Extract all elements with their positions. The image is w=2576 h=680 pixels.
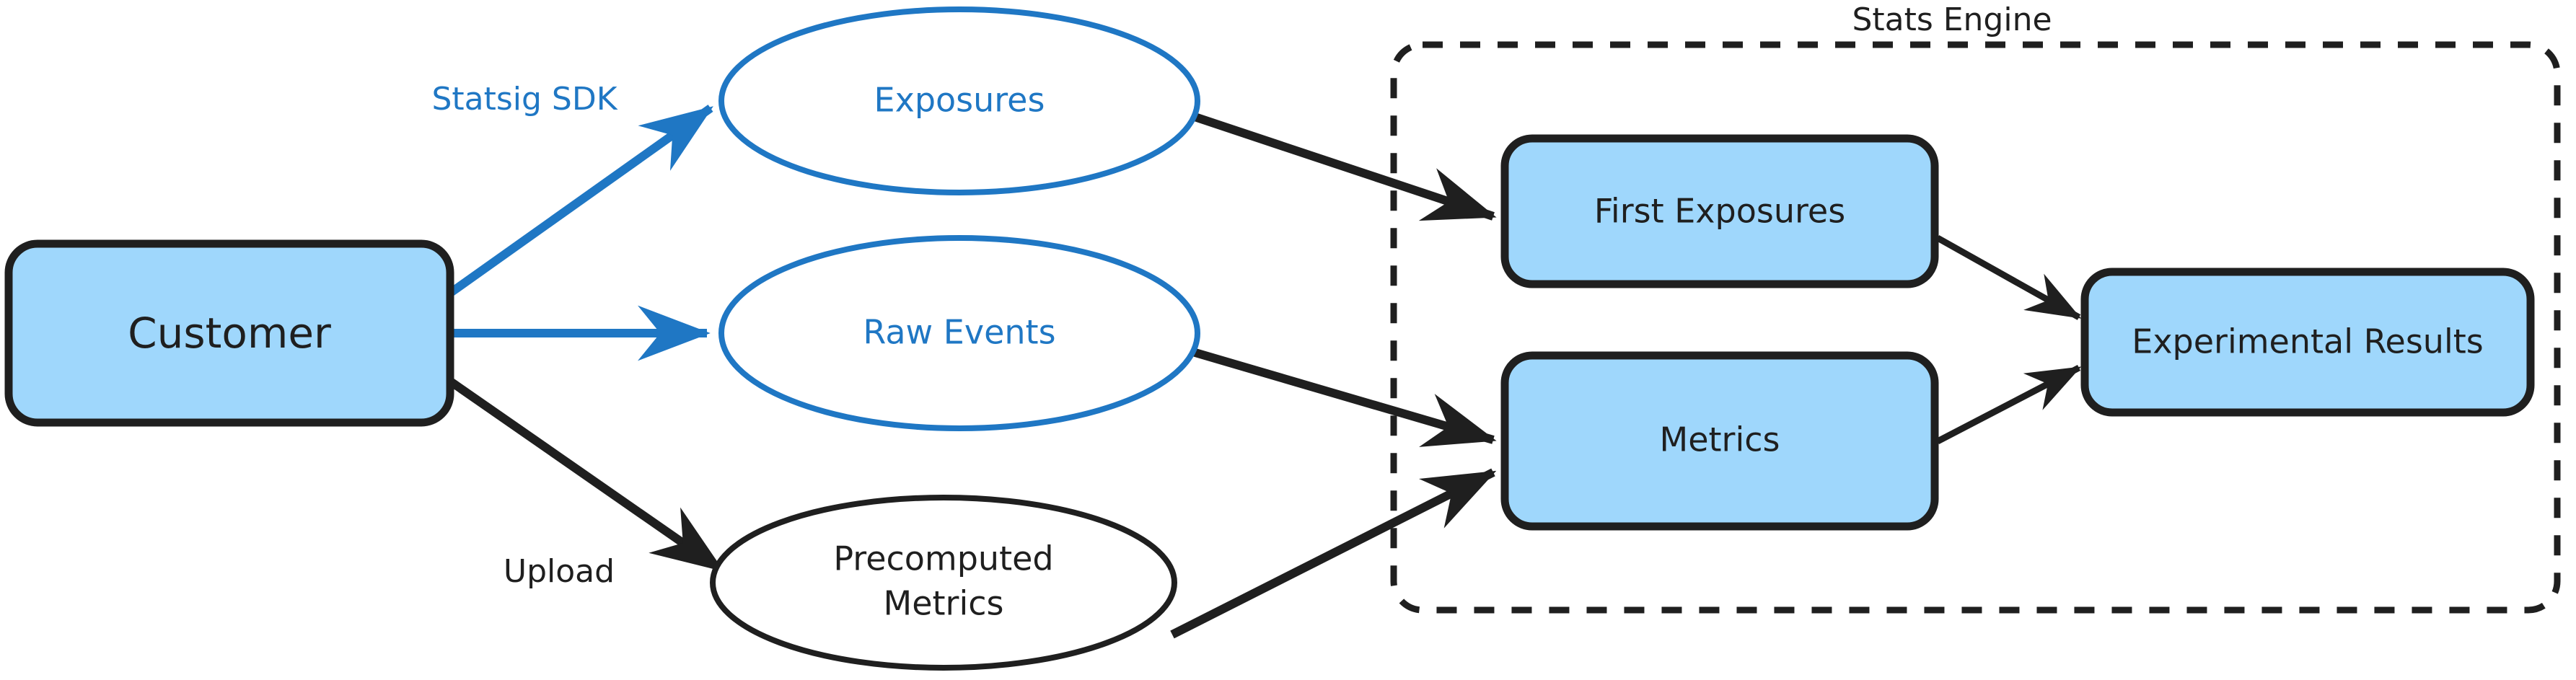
edge-path-raw-events-metrics	[1189, 347, 1497, 447]
node-experimental-results[interactable]: Experimental Results	[2080, 268, 2535, 417]
metrics-label: Metrics	[1660, 420, 1780, 459]
first-exposures-box[interactable]	[1500, 134, 1939, 288]
edge-path-customer-precomputed	[449, 379, 724, 573]
cluster-stats-engine: Stats Engine	[1390, 1, 2561, 614]
exposures-label: Exposures	[874, 81, 1045, 120]
stats-engine-boundary	[1390, 41, 2561, 614]
edge-customer-to-precomputed-metrics	[449, 379, 724, 573]
precomputed-metrics-label-line1: Precomputed	[833, 539, 1053, 578]
experimental-results-box[interactable]	[2080, 268, 2535, 417]
precomputed-metrics-label-line2: Metrics	[884, 584, 1004, 623]
node-exposures[interactable]: Exposures	[718, 6, 1200, 195]
experimental-results-label: Experimental Results	[2132, 322, 2483, 361]
edge-precomputed-metrics-to-metrics	[1170, 468, 1497, 639]
customer-label: Customer	[128, 309, 331, 358]
stats-engine-label: Stats Engine	[1852, 1, 2052, 38]
edge-path-precomputed-metrics	[1170, 468, 1497, 639]
edge-path-customer-exposures	[449, 105, 713, 296]
edge-raw-events-to-metrics	[1189, 347, 1497, 447]
edge-exposures-to-first-exposures	[1189, 111, 1497, 221]
node-raw-events[interactable]: Raw Events	[718, 235, 1200, 431]
edge-path-exposures-first-exposures	[1189, 111, 1497, 221]
node-metrics[interactable]: Metrics	[1500, 351, 1939, 531]
precomputed-metrics-ellipse[interactable]	[710, 495, 1177, 671]
edge-label-statsig-sdk: Statsig SDK	[431, 81, 617, 118]
node-first-exposures[interactable]: First Exposures	[1500, 134, 1939, 288]
edge-path-first-exposures-results	[1935, 235, 2082, 320]
first-exposures-label: First Exposures	[1594, 192, 1845, 231]
metrics-box[interactable]	[1500, 351, 1939, 531]
edge-first-exposures-to-results	[1935, 235, 2082, 320]
exposures-ellipse[interactable]	[718, 6, 1200, 195]
node-customer[interactable]: Customer	[4, 239, 454, 427]
raw-events-label: Raw Events	[863, 313, 1055, 352]
edge-metrics-to-results	[1935, 365, 2082, 444]
customer-box[interactable]	[4, 239, 454, 427]
node-precomputed-metrics[interactable]: Precomputed Metrics	[710, 495, 1177, 671]
edge-customer-to-exposures	[449, 105, 713, 296]
raw-events-ellipse[interactable]	[718, 235, 1200, 431]
edge-label-upload: Upload	[504, 553, 615, 590]
edge-path-metrics-results	[1935, 365, 2082, 444]
